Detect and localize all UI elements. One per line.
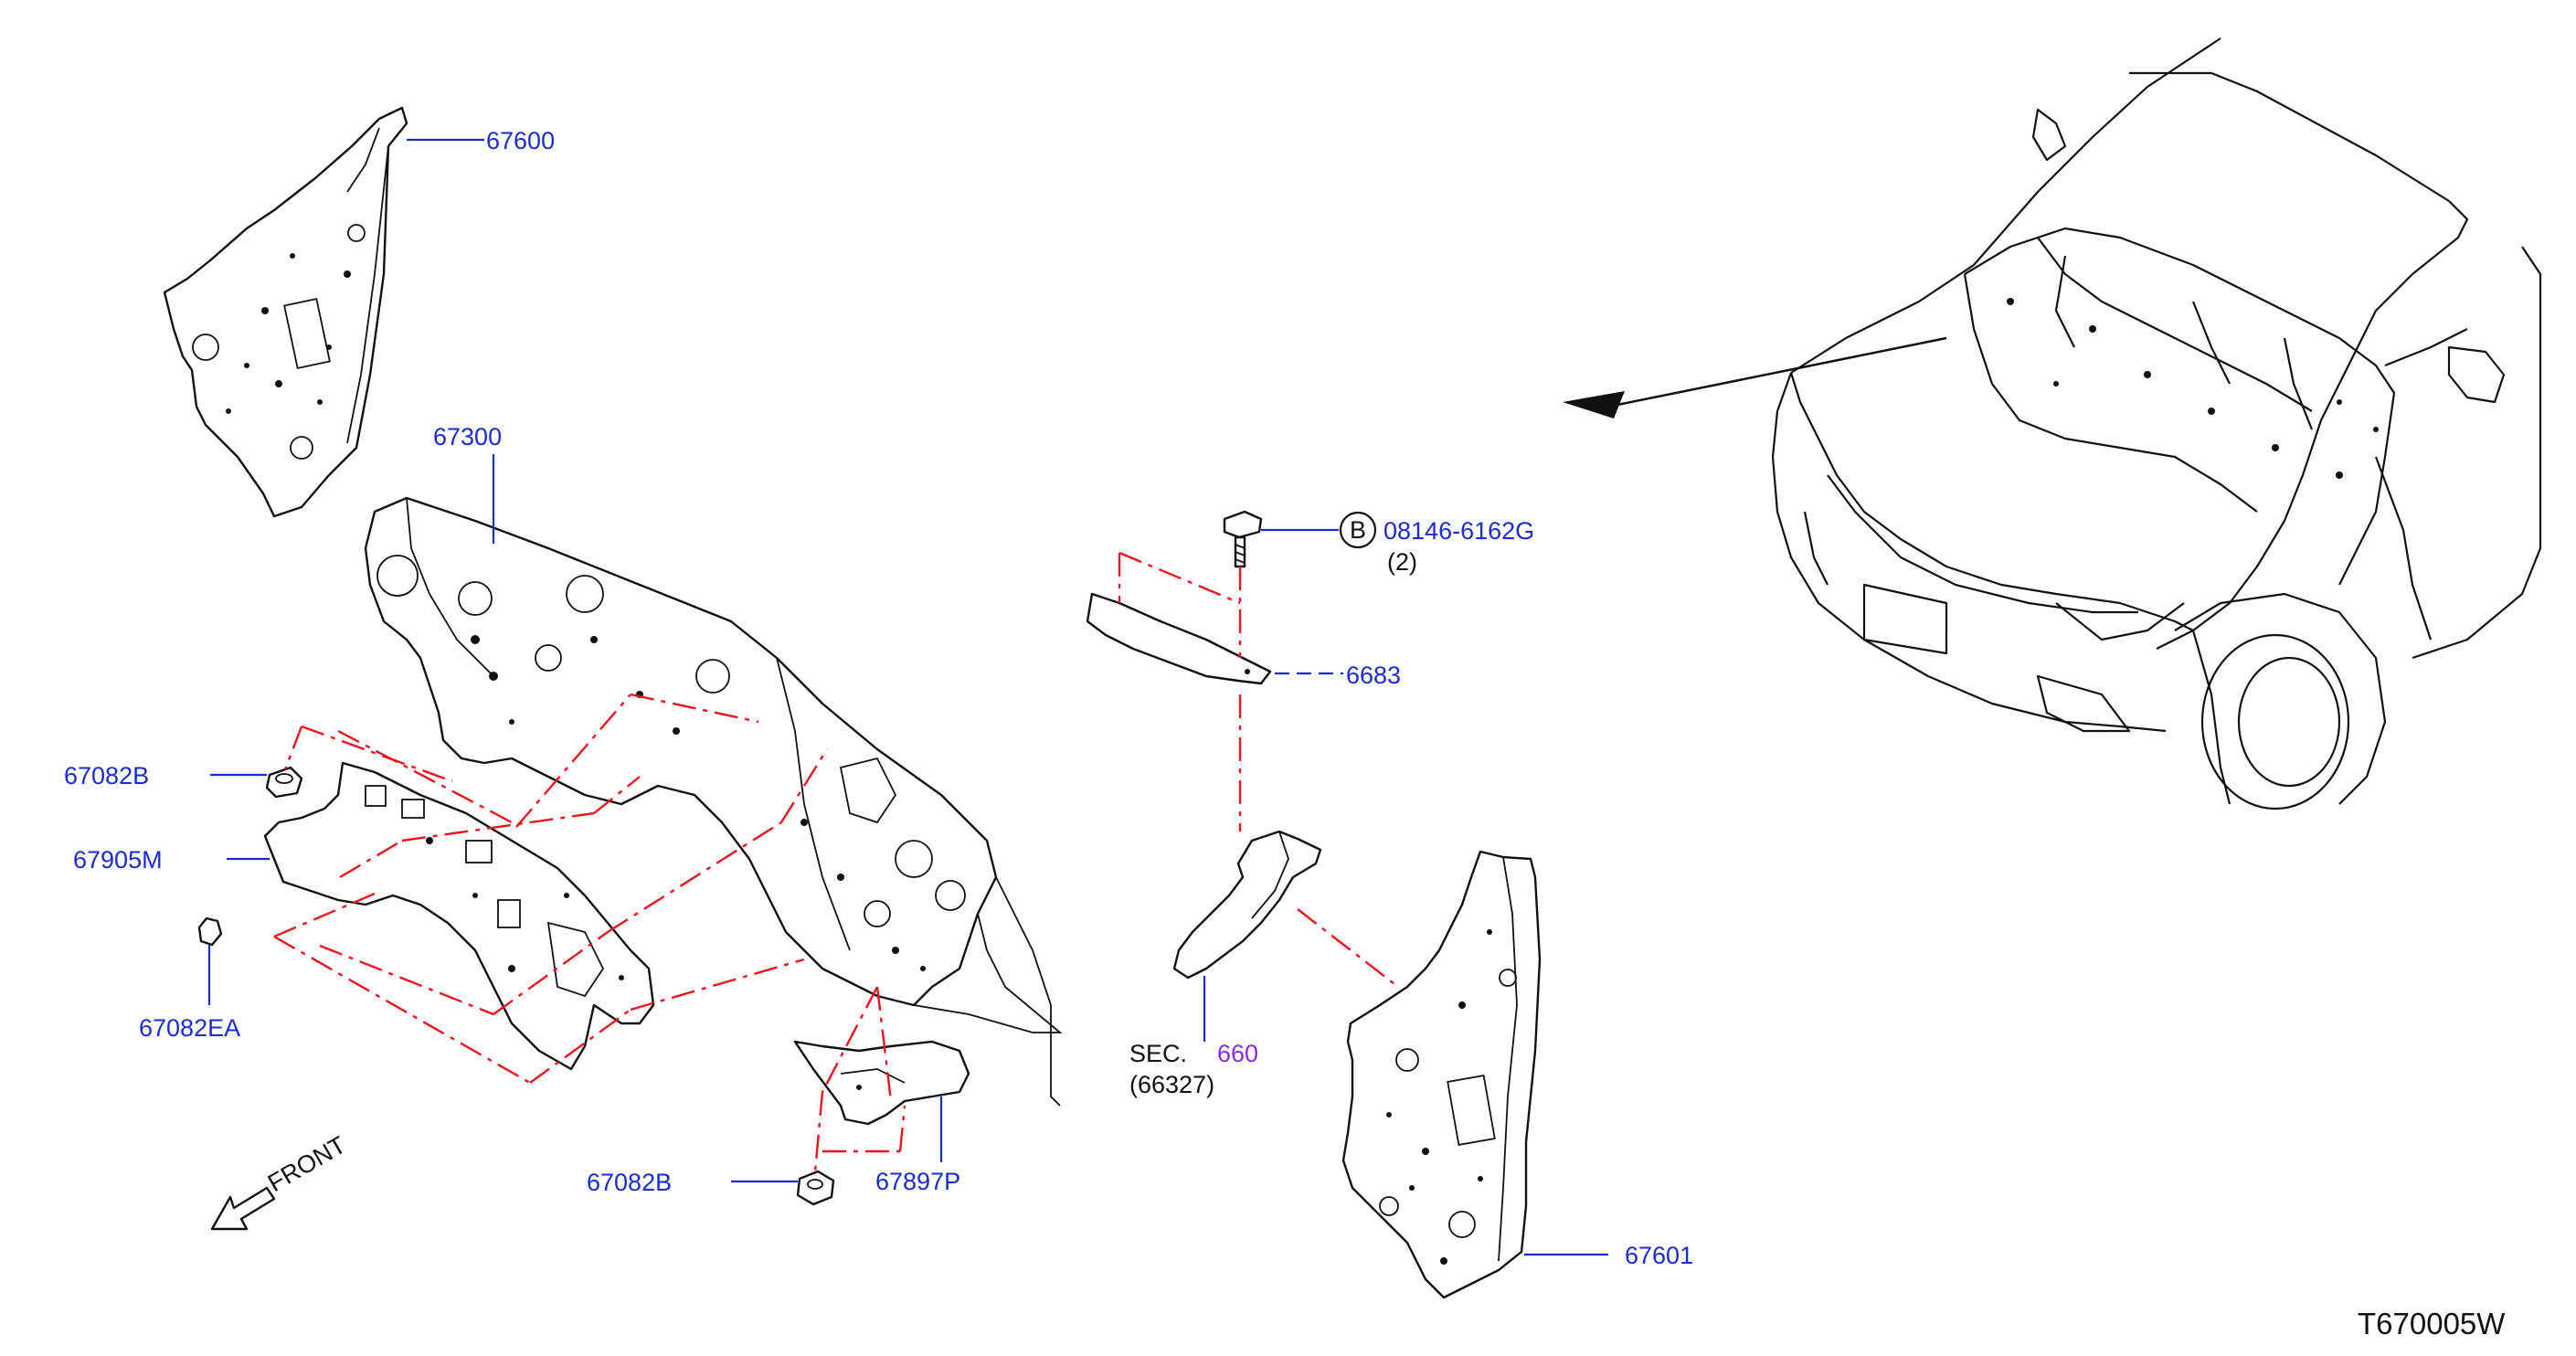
label-sec-sub: (66327) <box>1129 1071 1214 1098</box>
label-67905M[interactable]: 67905M <box>73 846 163 874</box>
part-67600-side-panel[interactable] <box>163 106 408 518</box>
vehicle-pointer-line <box>1617 336 1947 407</box>
label-67897P[interactable]: 67897P <box>875 1168 960 1195</box>
bolt-marker-letter: B <box>1350 516 1366 544</box>
label-6683[interactable]: 6683 <box>1346 662 1401 689</box>
part-67897P-bracket[interactable] <box>793 1040 970 1126</box>
label-67600[interactable]: 67600 <box>486 127 555 154</box>
part-6683-strip[interactable] <box>1086 592 1272 685</box>
label-sec-number[interactable]: 660 <box>1217 1040 1258 1067</box>
label-67601[interactable]: 67601 <box>1625 1242 1693 1269</box>
label-sec: SEC. <box>1129 1040 1187 1067</box>
vehicle-illustration <box>1771 37 2542 810</box>
vehicle-pointer-arrowhead <box>1563 391 1625 418</box>
bolt-marker-circle <box>1339 511 1377 549</box>
part-67905M-insulator[interactable] <box>263 761 655 1071</box>
part-67082B-clip-bottom[interactable] <box>796 1170 835 1206</box>
diagram-id: T670005W <box>2358 1307 2506 1340</box>
label-bolt-quantity: (2) <box>1387 548 1417 576</box>
part-67300-dash-panel[interactable] <box>364 496 1063 1107</box>
front-arrow <box>210 1186 276 1231</box>
part-bolt-08146-6162G[interactable] <box>1223 510 1263 568</box>
label-67082B-bottom[interactable]: 67082B <box>587 1169 672 1196</box>
front-label: FRONT <box>263 1131 351 1197</box>
part-67082B-clip-top[interactable] <box>265 766 303 799</box>
label-67300[interactable]: 67300 <box>433 423 502 450</box>
assembly-lines <box>273 551 1399 1172</box>
label-67082EA[interactable]: 67082EA <box>139 1014 240 1042</box>
part-67082EA-clip[interactable] <box>197 916 223 947</box>
label-bolt-part-number[interactable]: 08146-6162G <box>1383 517 1534 545</box>
label-67082B-top[interactable]: 67082B <box>64 762 149 789</box>
part-sec-660-bracket[interactable] <box>1172 830 1322 980</box>
part-67601-side-panel[interactable] <box>1341 850 1542 1299</box>
